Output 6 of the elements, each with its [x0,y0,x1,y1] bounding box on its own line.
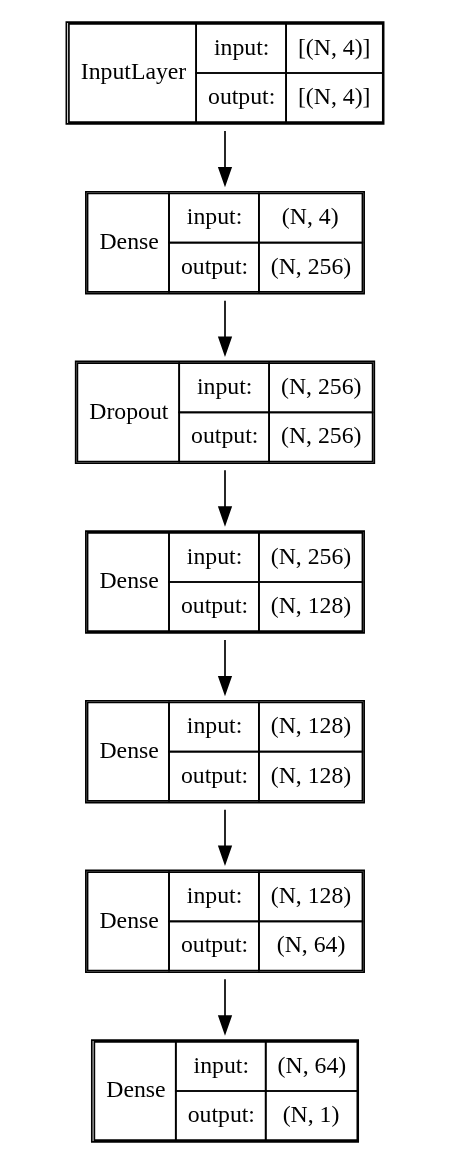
arrow [217,469,232,527]
arrow [217,978,232,1036]
arrow [217,299,232,357]
arrow [217,808,232,866]
arrow [217,639,232,697]
arrow [217,130,232,188]
